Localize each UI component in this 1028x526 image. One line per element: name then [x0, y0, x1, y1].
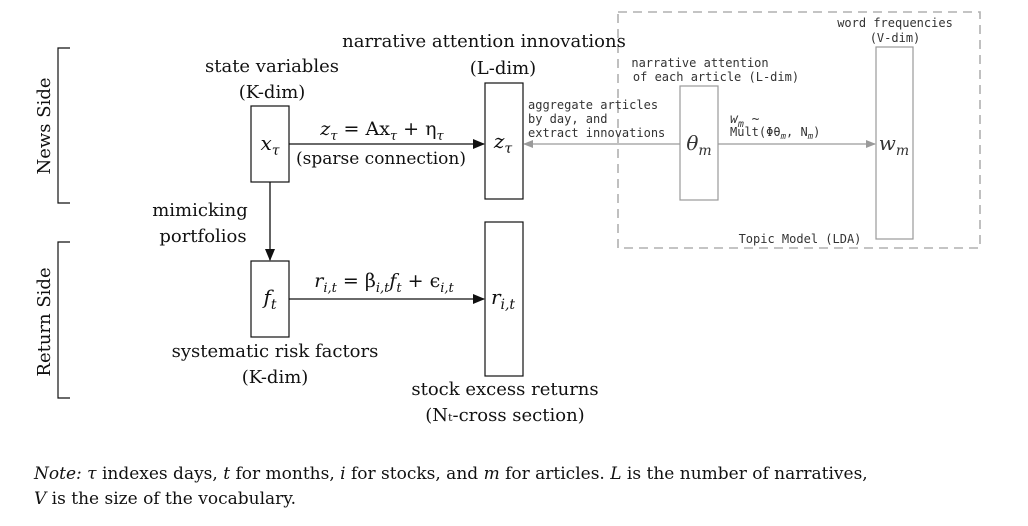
- note-text-5: is the number of narratives,: [621, 464, 868, 484]
- note-prefix: Note:: [34, 464, 82, 484]
- note-i: i: [340, 464, 346, 484]
- returns-dim: (Nₜ-cross section): [425, 405, 584, 426]
- mimicking-label-line1: mimicking: [152, 200, 248, 221]
- return-side-label: Return Side: [34, 267, 55, 376]
- mimicking-label-line2: portfolios: [159, 226, 246, 247]
- words-title: word frequencies: [837, 16, 953, 30]
- note-text-3: for stocks, and: [345, 464, 484, 484]
- news-equation: zτ = Axτ + ητ: [319, 118, 444, 144]
- words-box: [875, 46, 914, 240]
- multinomial-line1: wm ~: [730, 112, 760, 130]
- note-m: m: [483, 464, 500, 484]
- note-text-6: is the size of the vocabulary.: [46, 489, 297, 509]
- note-text-1: indexes days,: [96, 464, 224, 484]
- note-tau: τ: [87, 464, 97, 484]
- returns-box: [484, 221, 524, 377]
- factors-title: systematic risk factors: [172, 341, 379, 362]
- theta-title-line1: narrative attention: [631, 56, 768, 70]
- topic-model-region: [617, 11, 981, 249]
- aggregate-label-line3: extract innovations: [528, 126, 665, 140]
- return-equation: ri,t = βi,tft + ϵi,t: [314, 270, 454, 296]
- note-text-2: for months,: [230, 464, 341, 484]
- theta-box: [679, 85, 719, 201]
- note-text-4: for articles.: [499, 464, 611, 484]
- figure-note: Note: τ indexes days, t for months, i fo…: [34, 462, 994, 512]
- topic-model-label: Topic Model (LDA): [739, 232, 862, 246]
- words-symbol: wm: [879, 131, 909, 159]
- return-side-bracket: [57, 241, 70, 399]
- returns-title: stock excess returns: [411, 379, 598, 400]
- state-variables-dim: (K-dim): [239, 82, 306, 103]
- note-L: L: [610, 464, 622, 484]
- state-variables-title: state variables: [205, 56, 339, 77]
- multinomial-line2: Mult(Φθm, Nm): [730, 125, 820, 142]
- aggregate-label-line2: by day, and: [528, 112, 607, 126]
- factors-dim: (K-dim): [242, 367, 309, 388]
- news-side-bracket: [57, 47, 70, 204]
- news-side-label: News Side: [34, 77, 55, 174]
- narrative-innovations-symbol: zτ: [493, 129, 513, 157]
- sparse-connection-label: (sparse connection): [296, 149, 466, 169]
- returns-symbol: ri,t: [491, 285, 515, 313]
- state-variables-box: [250, 105, 290, 183]
- note-V: V: [34, 489, 47, 509]
- narrative-innovations-title: narrative attention innovations: [342, 31, 626, 52]
- narrative-innovations-dim: (L-dim): [470, 58, 536, 79]
- theta-title-line2: of each article (L-dim): [633, 70, 799, 84]
- aggregate-label-line1: aggregate articles: [528, 98, 658, 112]
- note-t: t: [223, 464, 231, 484]
- state-variables-symbol: xτ: [260, 131, 279, 159]
- words-dim: (V-dim): [870, 31, 921, 45]
- theta-symbol: θm: [686, 131, 711, 159]
